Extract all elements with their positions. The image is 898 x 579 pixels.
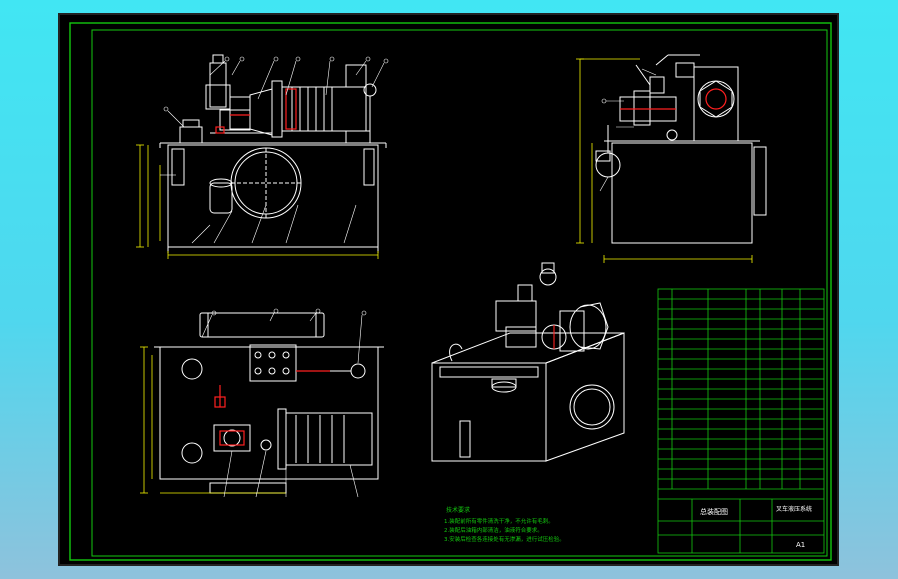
tech-notes-line-1: 1.装配前所有零件清洗干净，不允许有毛刺。 [444,517,554,525]
tech-notes-line-3: 3.安装后检查各连接处有无渗漏，进行试压检验。 [444,535,565,543]
sheet-size: A1 [796,541,805,549]
side-view [595,54,767,244]
title-block-label-2: 叉车液压系统 [776,505,812,513]
front-view-dimensions [136,144,379,259]
front-view [159,54,387,253]
title-block-label-1: 总装配图 [700,507,728,516]
top-view-leaders [201,308,367,498]
side-view-dimensions [576,58,753,263]
side-view-red-parts [620,88,727,110]
drawing-frame-outer [69,22,832,561]
top-view-dimensions [140,346,286,494]
parts-list-table [657,288,825,554]
isometric-view [431,262,625,462]
hydraulic-station-assembly-drawing: 总装配图 叉车液压系统 A1 技术要求 1.装配前所有零件清洗干净，不允许有毛刺… [69,22,832,561]
tech-notes-heading: 技术要求 [446,506,470,514]
front-view-leaders [160,56,389,244]
top-view [154,312,384,494]
technical-notes: 技术要求 1.装配前所有零件清洗干净，不允许有毛刺。 2.装配后油箱内部清洁，油… [444,506,565,543]
front-view-red-parts [215,88,297,134]
tech-notes-line-2: 2.装配后油箱内部清洁，油液符合要求。 [444,526,543,534]
drawing-frame-inner [91,29,828,557]
side-view-leaders [599,68,657,192]
cad-viewport[interactable]: 总装配图 叉车液压系统 A1 技术要求 1.装配前所有零件清洗干净，不允许有毛刺… [58,13,839,566]
top-view-red-parts [214,370,330,446]
